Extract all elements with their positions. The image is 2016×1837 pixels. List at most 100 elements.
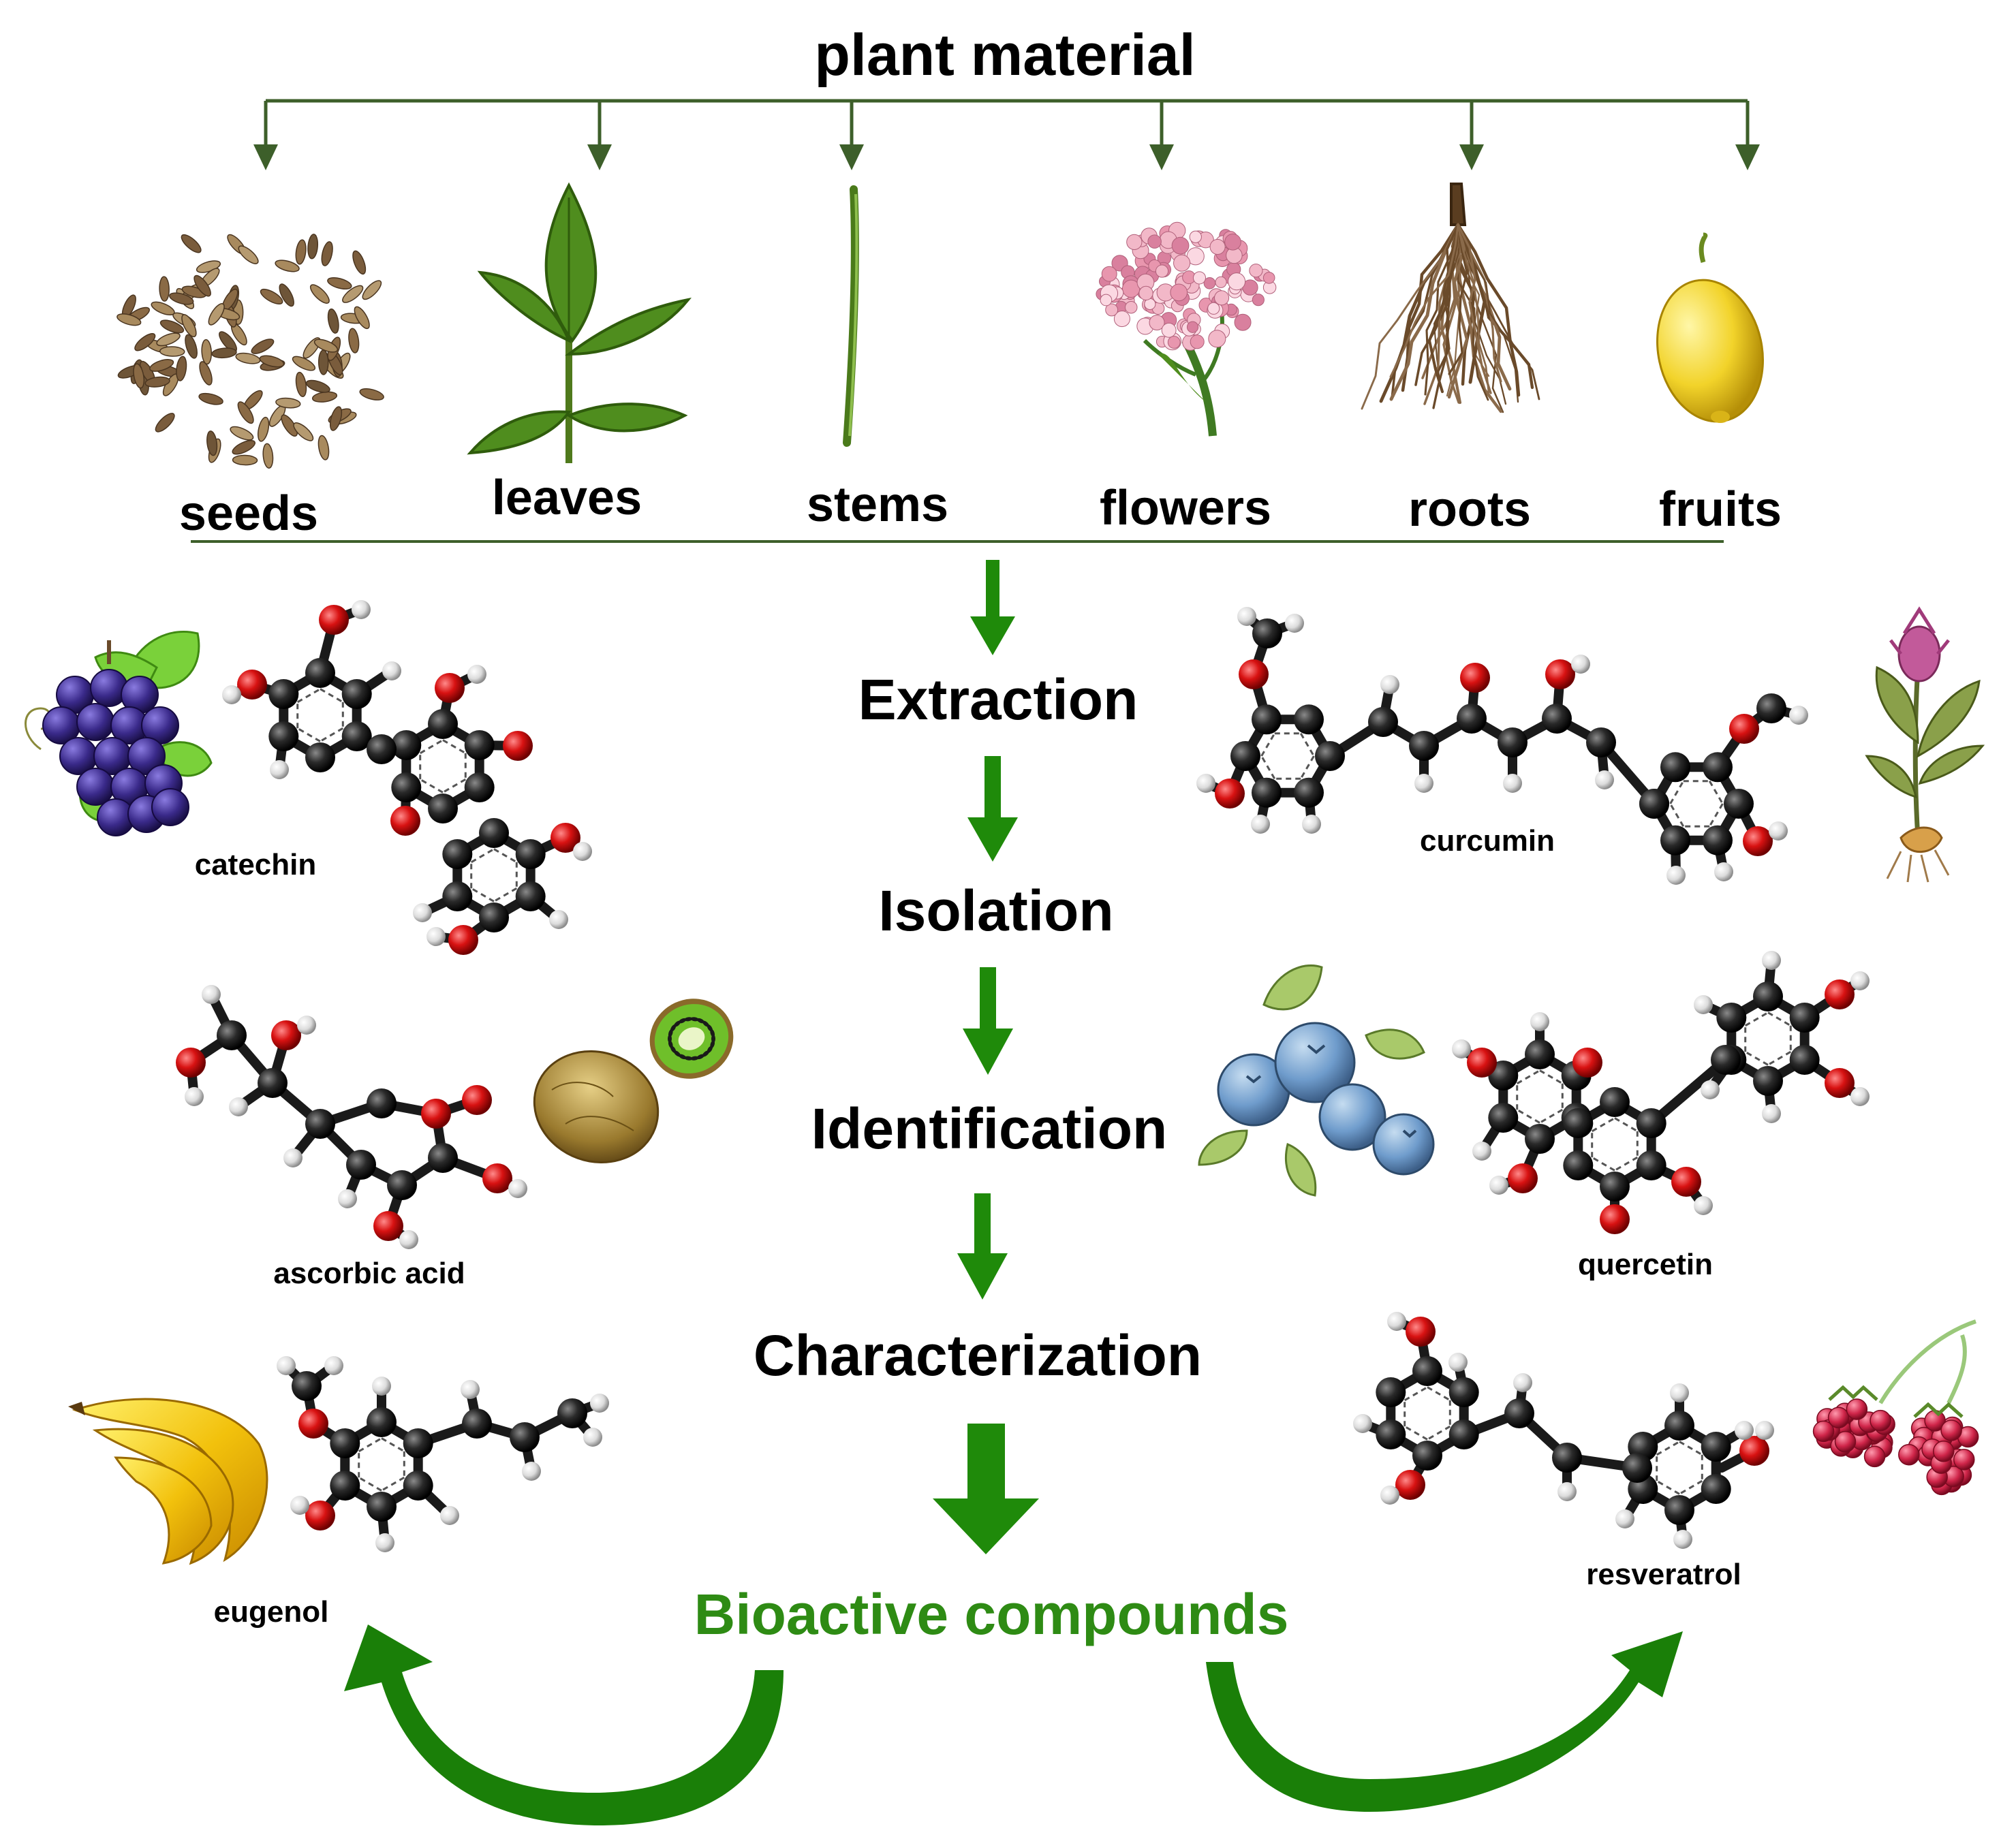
seed [295,371,307,397]
floret [1149,315,1165,331]
atom-h [1380,675,1399,694]
seed [295,239,307,265]
atom-h [1670,1383,1689,1402]
atom-h [440,1506,459,1525]
kiwi-seed [684,1056,693,1061]
atom-c [1376,1419,1406,1449]
atom-h [372,1377,391,1396]
root-icon [1361,183,1540,413]
plant-tree-connector [264,99,1750,144]
root-strand [1457,223,1490,394]
atom-c [1376,1377,1406,1407]
atom-c [1622,1453,1652,1483]
seed [292,356,316,371]
atom-h [1557,1482,1577,1501]
floret [1170,283,1188,302]
atom-c [217,1020,247,1050]
atom-c [367,734,397,764]
atom-o [1406,1317,1436,1347]
drupelet [1898,1443,1920,1466]
atom-h [399,1230,418,1249]
seed [307,234,319,260]
atom-c [1716,1003,1747,1033]
atom-o [1572,1048,1602,1078]
floret [1113,311,1130,328]
atom-h [229,1097,248,1116]
atom-o [1825,979,1855,1009]
atom-c [479,902,509,932]
curved-arrow-right [1206,1631,1683,1812]
root-strand [1454,223,1503,413]
atom-h [1387,1312,1406,1331]
atom-c [367,1407,397,1437]
floret [1252,294,1265,307]
floret [1208,330,1226,348]
raspberry-icon [1812,1319,1979,1496]
atom-c [1701,1432,1731,1462]
atom-c [346,1150,376,1180]
catechin-molecule [222,600,592,955]
drupelet [1846,1398,1868,1420]
atom-o [305,1501,335,1530]
atom-o [1215,779,1245,808]
drupelet [1940,1419,1962,1441]
step-identification: Identification [811,1097,1168,1161]
arrow-to-isolation [967,756,1018,862]
atom-c [1525,1039,1555,1069]
atom-h [413,903,432,922]
plant-tree-arrowheads [253,144,1760,170]
seed [156,332,181,347]
atom-c [515,839,546,869]
seed [251,339,275,354]
drupelet [1933,1441,1955,1462]
seed [181,314,197,338]
atom-c [387,1170,417,1200]
drupelet [1863,1445,1886,1468]
seed [232,454,258,466]
atom-o [1395,1470,1425,1500]
blueberry-icon [1198,964,1435,1197]
atom-h [1850,1087,1870,1106]
floret [1207,302,1220,315]
grape [76,768,114,806]
curved-arrow-left [344,1624,784,1825]
atom-c [1525,1124,1555,1154]
atom-c [442,881,473,911]
root-strand [1457,223,1519,403]
molecule-models [176,600,1870,1552]
part-label-stems: stems [806,477,949,532]
root-strand [1432,223,1459,409]
atom-c [1488,1103,1519,1133]
atom-o [462,1085,492,1115]
floret [1234,313,1252,331]
atom-c [305,658,335,688]
seed [151,301,175,315]
floret [1100,294,1113,307]
atom-o [1460,663,1490,693]
root-strand [1448,223,1468,375]
seed [117,313,142,326]
kiwi-seed [690,1056,699,1061]
root-strand [1457,223,1492,394]
leaf-icon [467,182,692,463]
seed [262,443,274,469]
atom-h [1694,995,1713,1014]
atom-c [305,742,335,772]
drupelet [1834,1430,1857,1453]
atom-c [428,709,458,739]
seed [159,319,185,334]
atom-c [1600,1172,1630,1202]
floret [1224,233,1241,251]
atom-o [1739,1436,1769,1466]
atom-o [298,1409,328,1439]
atom-h [427,927,446,946]
atom-h [1251,815,1270,834]
atom-c [330,1471,360,1501]
seed [329,406,343,431]
atom-h [1666,866,1686,885]
atom-h [549,910,568,929]
atom-h [573,842,592,861]
atom-c [1660,752,1690,783]
floret [1101,266,1117,282]
atom-h [1701,1080,1720,1099]
